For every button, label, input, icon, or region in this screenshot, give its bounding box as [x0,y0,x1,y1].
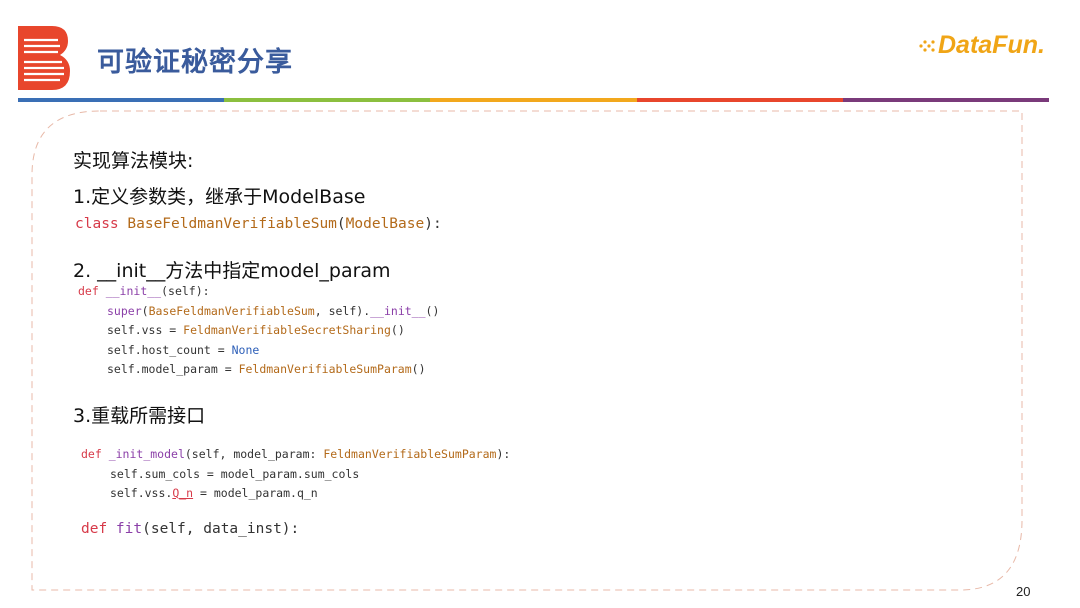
code-text: = model_param.q_n [193,486,318,500]
code-line: self.vss = FeldmanVerifiableSecretSharin… [78,321,439,341]
code-text: () [390,323,405,337]
code-text: self.host_count = [107,342,232,357]
code-text: () [411,362,426,376]
header-segment-green [224,98,431,102]
code-init-model-block: def _init_model(self, model_param: Feldm… [81,445,510,504]
code-line: self.sum_cols = model_param.sum_cols [110,466,360,481]
page-number: 20 [1016,584,1031,599]
intro-text: 实现算法模块: [73,150,194,172]
step-1-text: 1.定义参数类，继承于ModelBase [73,186,366,208]
code-class-name: FeldmanVerifiableSecretSharing [183,323,391,337]
header-segment-blue [18,98,225,102]
code-line: def _init_model(self, model_param: Feldm… [81,445,510,465]
code-text: (self, data_inst): [142,521,300,537]
code-text: self.vss. [110,486,173,500]
code-line: self.vss.Q_n = model_param.q_n [81,484,510,504]
code-function: super [107,303,142,318]
code-fit-definition: def fit(self, data_inst): [81,519,299,539]
brand-wordmark: DataFun. [938,31,1045,59]
header-segment-purple [842,98,1050,102]
code-constant: None [231,342,260,357]
code-line: self.model_param = FeldmanVerifiableSumP… [78,360,439,380]
company-logo-icon [18,26,70,90]
code-text: (self): [161,284,210,298]
code-init-block: def __init__(self):super(BaseFeldmanVeri… [78,282,439,380]
code-class-name: BaseFeldmanVerifiableSum [148,303,315,318]
code-text: () [425,303,440,318]
code-function: fit [115,521,143,537]
code-function: __init__ [370,303,426,318]
code-text: self.vss = [107,323,184,337]
code-punct: ): [424,216,442,232]
brand-dots-icon [919,40,935,52]
code-text: self.model_param = [107,362,239,376]
slide-title: 可验证秘密分享 [97,47,293,78]
code-text: ): [496,447,511,461]
code-text: (self, model_param: [184,447,324,461]
datafun-brand-logo: DataFun. [918,30,1053,62]
code-keyword: def [81,521,116,537]
header-segment-orange [430,98,637,102]
code-class-name: FeldmanVerifiableSumParam [323,447,497,461]
code-attribute: Q_n [172,486,194,500]
code-keyword: class [75,216,128,232]
header-segment-red [636,98,843,102]
code-class-name: FeldmanVerifiableSumParam [238,362,412,376]
step-3-text: 3.重载所需接口 [73,405,206,427]
code-keyword: def [81,447,109,461]
code-class-definition: class BaseFeldmanVerifiableSum(ModelBase… [75,214,442,234]
code-keyword: def [78,284,106,298]
code-base-class: ModelBase [345,216,425,232]
code-punct: ( [336,216,346,232]
code-line: self.host_count = None [78,341,439,361]
header-color-bar [18,98,1050,102]
code-line: def __init__(self): [78,282,439,302]
step-2-text: 2. __init__方法中指定model_param [73,260,391,282]
code-function: __init__ [105,284,162,298]
code-class-name: BaseFeldmanVerifiableSum [127,216,337,232]
code-line: super(BaseFeldmanVerifiableSum, self).__… [107,303,440,318]
code-function: _init_model [108,447,185,461]
code-text: , self). [314,303,371,318]
